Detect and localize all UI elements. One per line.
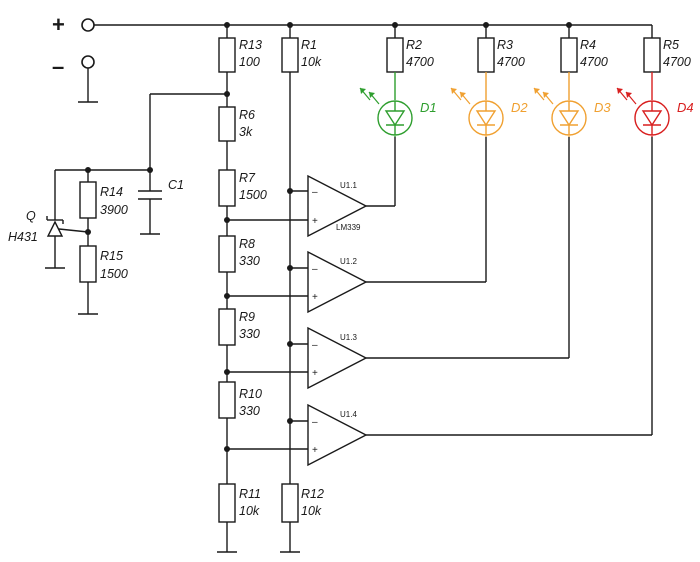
plus-terminal bbox=[81, 18, 95, 32]
d3-label: D3 bbox=[594, 100, 611, 115]
c1-label: C1 bbox=[168, 178, 184, 192]
r6-ref: R6 bbox=[239, 108, 255, 122]
r11-ref: R11 bbox=[239, 487, 261, 501]
r5-ref: R5 bbox=[663, 38, 679, 52]
led-d4 bbox=[616, 72, 670, 137]
r15-value: 1500 bbox=[100, 267, 128, 281]
r4-ref: R4 bbox=[580, 38, 596, 52]
r1-ref: R1 bbox=[301, 38, 317, 52]
resistor-r8 bbox=[218, 235, 236, 273]
u1-1-plus: + bbox=[312, 216, 318, 227]
r12-ref: R12 bbox=[301, 487, 324, 501]
u1-4-minus: – bbox=[312, 417, 318, 428]
resistor-r5 bbox=[643, 37, 661, 73]
u1-1-part: LM339 bbox=[336, 223, 361, 232]
reference-bus bbox=[280, 25, 300, 553]
r15-ref: R15 bbox=[100, 249, 123, 263]
u1-3-ref: U1.3 bbox=[340, 333, 357, 342]
u1-4-plus: + bbox=[312, 445, 318, 456]
resistor-r2 bbox=[386, 37, 404, 73]
r7-value: 1500 bbox=[239, 188, 267, 202]
resistor-r1 bbox=[281, 37, 299, 73]
minus-terminal bbox=[81, 55, 95, 69]
led-resistors bbox=[386, 25, 661, 73]
r9-ref: R9 bbox=[239, 310, 255, 324]
d1-label: D1 bbox=[420, 100, 437, 115]
u1-2-minus: – bbox=[312, 264, 318, 275]
regulator-part: H431 bbox=[8, 230, 38, 244]
r3-value: 4700 bbox=[497, 55, 525, 69]
u1-3-minus: – bbox=[312, 340, 318, 351]
resistor-r13 bbox=[218, 37, 236, 73]
u1-3-plus: + bbox=[312, 368, 318, 379]
comparator-u1-2 bbox=[227, 137, 487, 314]
u1-2-plus: + bbox=[312, 292, 318, 303]
regulator-divider bbox=[78, 170, 98, 315]
r11-value: 10k bbox=[239, 504, 260, 518]
supply-terminals: + – bbox=[52, 12, 98, 103]
regulator-ref: Q bbox=[26, 209, 36, 223]
r5-value: 4700 bbox=[663, 55, 691, 69]
resistor-r14 bbox=[79, 181, 97, 219]
u1-4-ref: U1.4 bbox=[340, 410, 357, 419]
comparator-u1-3 bbox=[227, 137, 570, 390]
resistor-r3 bbox=[477, 37, 495, 73]
r3-ref: R3 bbox=[497, 38, 513, 52]
led-d2 bbox=[450, 72, 504, 137]
r7-ref: R7 bbox=[239, 171, 256, 185]
capacitor-branch bbox=[55, 93, 227, 235]
resistor-r12 bbox=[281, 483, 299, 523]
r6-value: 3k bbox=[239, 125, 253, 139]
d2-label: D2 bbox=[511, 100, 528, 115]
plus-sign: + bbox=[52, 12, 65, 37]
resistor-r4 bbox=[560, 37, 578, 73]
d4-label: D4 bbox=[677, 100, 694, 115]
r14-ref: R14 bbox=[100, 185, 123, 199]
r12-value: 10k bbox=[301, 504, 322, 518]
divider-string bbox=[217, 25, 237, 553]
resistor-r10 bbox=[218, 381, 236, 419]
u1-1-minus: – bbox=[312, 187, 318, 198]
resistor-r15 bbox=[79, 245, 97, 283]
r8-value: 330 bbox=[239, 254, 260, 268]
resistor-r7 bbox=[218, 169, 236, 207]
r14-value: 3900 bbox=[100, 203, 128, 217]
led-d1 bbox=[359, 72, 413, 137]
u1-2-ref: U1.2 bbox=[340, 257, 357, 266]
shunt-regulator-symbol bbox=[45, 170, 89, 269]
r10-value: 330 bbox=[239, 404, 260, 418]
r4-value: 4700 bbox=[580, 55, 608, 69]
minus-sign: – bbox=[52, 54, 64, 79]
resistor-r6 bbox=[218, 106, 236, 142]
r1-value: 10k bbox=[301, 55, 322, 69]
r2-value: 4700 bbox=[406, 55, 434, 69]
resistor-r11 bbox=[218, 483, 236, 523]
r10-ref: R10 bbox=[239, 387, 262, 401]
r8-ref: R8 bbox=[239, 237, 255, 251]
u1-1-ref: U1.1 bbox=[340, 181, 357, 190]
led-d3 bbox=[533, 72, 587, 137]
r13-ref: R13 bbox=[239, 38, 262, 52]
resistor-r9 bbox=[218, 308, 236, 346]
comparator-u1-1 bbox=[227, 137, 396, 238]
comparator-u1-4 bbox=[227, 137, 653, 467]
r2-ref: R2 bbox=[406, 38, 422, 52]
r9-value: 330 bbox=[239, 327, 260, 341]
r13-value: 100 bbox=[239, 55, 260, 69]
